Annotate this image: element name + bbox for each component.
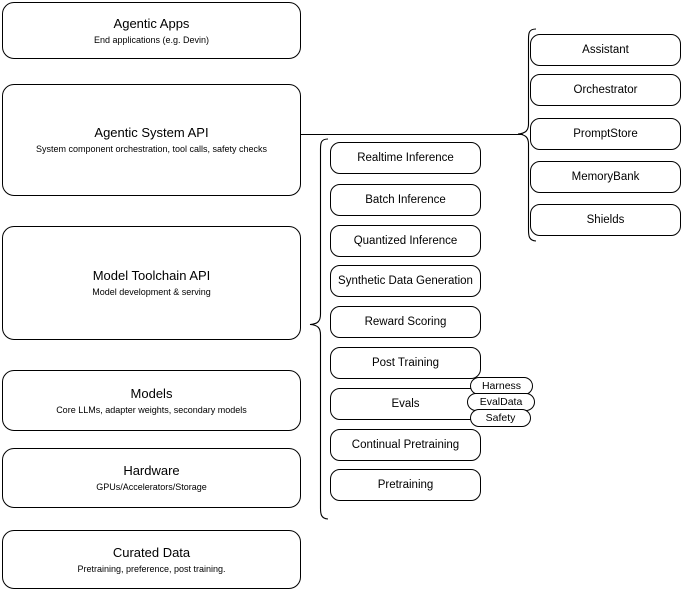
- component-box-assistant[interactable]: Assistant: [530, 34, 681, 66]
- eval-subcomponent-harness[interactable]: Harness: [470, 377, 533, 395]
- layer-title: Models: [130, 385, 173, 401]
- layer-box-hardware[interactable]: Hardware GPUs/Accelerators/Storage: [2, 448, 301, 508]
- layer-title: Agentic Apps: [113, 15, 190, 31]
- capability-box-evals[interactable]: Evals: [330, 388, 481, 420]
- layer-box-models[interactable]: Models Core LLMs, adapter weights, secon…: [2, 370, 301, 431]
- connector-agentic-system-api-to-components: [301, 133, 523, 136]
- layer-title: Agentic System API: [94, 125, 209, 140]
- layer-box-agentic-system-api[interactable]: Agentic System API System component orch…: [2, 84, 301, 196]
- layer-box-curated-data[interactable]: Curated Data Pretraining, preference, po…: [2, 530, 301, 589]
- layer-subtitle: GPUs/Accelerators/Storage: [96, 482, 207, 492]
- layer-title: Model Toolchain API: [92, 268, 211, 283]
- component-box-memorybank[interactable]: MemoryBank: [530, 161, 681, 193]
- capability-box-reward-scoring[interactable]: Reward Scoring: [330, 306, 481, 338]
- layer-subtitle: Pretraining, preference, post training.: [77, 563, 226, 574]
- eval-subcomponent-safety[interactable]: Safety: [470, 409, 531, 427]
- component-box-promptstore[interactable]: PromptStore: [530, 118, 681, 150]
- layer-subtitle: System component orchestration, tool cal…: [35, 144, 268, 154]
- brace-path: [309, 138, 329, 520]
- capability-box-realtime-inference[interactable]: Realtime Inference: [330, 142, 481, 174]
- brace-model-toolchain: [309, 138, 329, 520]
- capability-box-continual-pretraining[interactable]: Continual Pretraining: [330, 429, 481, 461]
- layer-subtitle: Model development & serving: [92, 287, 211, 297]
- capability-box-synthetic-data-generation[interactable]: Synthetic Data Generation: [330, 265, 481, 297]
- capability-box-quantized-inference[interactable]: Quantized Inference: [330, 225, 481, 257]
- eval-subcomponent-evaldata[interactable]: EvalData: [467, 393, 535, 411]
- layer-title: Hardware: [123, 463, 180, 478]
- component-box-shields[interactable]: Shields: [530, 204, 681, 236]
- layer-box-agentic-apps[interactable]: Agentic Apps End applications (e.g. Devi…: [2, 2, 301, 59]
- capability-box-post-training[interactable]: Post Training: [330, 347, 481, 379]
- layer-subtitle: End applications (e.g. Devin): [93, 34, 210, 45]
- component-box-orchestrator[interactable]: Orchestrator: [530, 74, 681, 106]
- layer-title: Curated Data: [112, 544, 191, 560]
- layer-box-model-toolchain-api[interactable]: Model Toolchain API Model development & …: [2, 226, 301, 340]
- capability-box-batch-inference[interactable]: Batch Inference: [330, 184, 481, 216]
- capability-box-pretraining[interactable]: Pretraining: [330, 469, 481, 501]
- layer-subtitle: Core LLMs, adapter weights, secondary mo…: [56, 404, 247, 415]
